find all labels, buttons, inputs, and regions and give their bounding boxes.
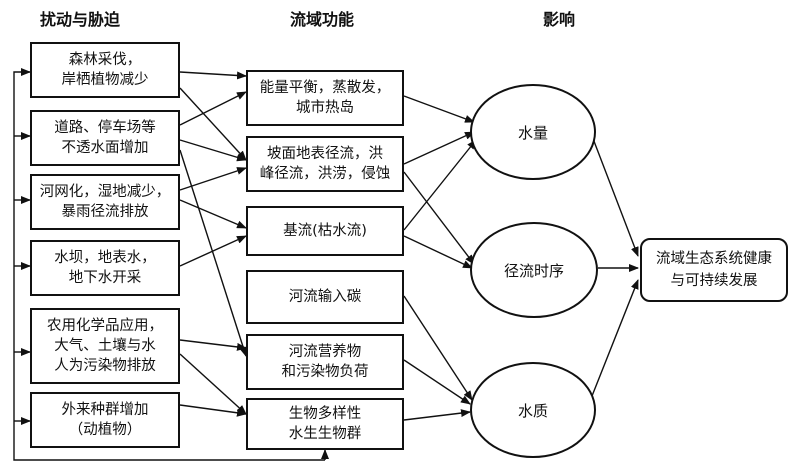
arrow-f2-i2	[403, 171, 475, 265]
function-label: 能量平衡，蒸散发， 城市热岛	[259, 80, 391, 116]
function-label: 河流输入碳	[288, 289, 362, 305]
arrow-d3-f3	[179, 199, 247, 229]
driver-label: 道路、停车场等 不透水面增加	[54, 120, 156, 156]
driver-label: 外来种群增加 （动植物）	[61, 402, 149, 438]
function-label: 河流营养物 和污染物负荷	[281, 344, 369, 380]
impact-label: 径流时序	[503, 261, 564, 280]
arrow-f4-i3	[403, 295, 473, 401]
arrow-f6-i3	[403, 409, 471, 421]
driver-label: 森林采伐， 岸栖植物减少	[61, 52, 149, 88]
header-disturbance: 扰动与胁迫	[40, 10, 121, 29]
arrow-f3-i1	[403, 139, 477, 231]
arrow-d5-f5	[179, 339, 247, 351]
driver-box-impervious-surface: 道路、停车场等 不透水面增加	[30, 110, 180, 166]
driver-box-water-withdrawal: 水坝，地表水， 地下水开采	[30, 240, 180, 296]
driver-box-channelization: 河网化，湿地减少， 暴雨径流排放	[30, 174, 180, 230]
impact-runoff-timing: 径流时序	[470, 222, 598, 318]
arrow-d2-f2	[179, 139, 247, 162]
function-label: 生物多样性 水生生物群	[288, 406, 362, 442]
function-box-nutrient-load: 河流营养物 和污染物负荷	[246, 334, 404, 390]
function-box-energy-balance: 能量平衡，蒸散发， 城市热岛	[246, 70, 404, 126]
arrow-d4-f3	[179, 235, 247, 267]
function-box-surface-runoff: 坡面地表径流，洪 峰径流，洪涝，侵蚀	[246, 136, 404, 192]
arrow-f3-i2	[403, 235, 473, 269]
outcome-label: 流域生态系统健康 与可持续发展	[656, 251, 772, 289]
arrow-d5-f6	[179, 353, 247, 415]
arrow-f1-i1	[403, 95, 475, 123]
impact-water-quantity: 水量	[470, 84, 596, 180]
function-label: 坡面地表径流，洪 峰径流，洪涝，侵蚀	[259, 146, 391, 182]
header-impact: 影响	[543, 10, 576, 29]
arrow-d2-f5	[179, 149, 248, 357]
arrow-d3-f2	[179, 167, 247, 191]
driver-label: 水坝，地表水， 地下水开采	[54, 250, 156, 286]
driver-label: 农用化学品应用， 大气、土壤与水 人为污染物排放	[47, 318, 163, 374]
driver-box-pollution: 农用化学品应用， 大气、土壤与水 人为污染物排放	[30, 308, 180, 384]
arrow-f5-i3	[403, 359, 471, 405]
header-watershed-function: 流域功能	[290, 10, 355, 29]
arrow-d6-f6	[179, 404, 247, 417]
arrow-i1-outcome	[591, 135, 639, 257]
arrow-d1-f1	[179, 71, 247, 80]
arrow-d1-f2	[179, 87, 247, 161]
function-box-biodiversity: 生物多样性 水生生物群	[246, 398, 404, 450]
impact-water-quality: 水质	[470, 362, 596, 458]
outcome-box: 流域生态系统健康 与可持续发展	[640, 238, 788, 302]
function-box-baseflow: 基流(枯水流)	[246, 206, 404, 256]
function-box-carbon-input: 河流输入碳	[246, 270, 404, 324]
function-label: 基流(枯水流)	[283, 223, 367, 239]
driver-box-deforestation: 森林采伐， 岸栖植物减少	[30, 42, 180, 98]
arrow-i3-outcome	[591, 279, 639, 397]
driver-label: 河网化，湿地减少， 暴雨径流排放	[39, 184, 171, 220]
impact-label: 水质	[517, 401, 548, 420]
arrow-f2-i1	[403, 131, 475, 165]
impact-label: 水量	[517, 123, 548, 142]
driver-box-invasive-species: 外来种群增加 （动植物）	[30, 392, 180, 448]
arrow-d2-f1	[179, 91, 247, 126]
